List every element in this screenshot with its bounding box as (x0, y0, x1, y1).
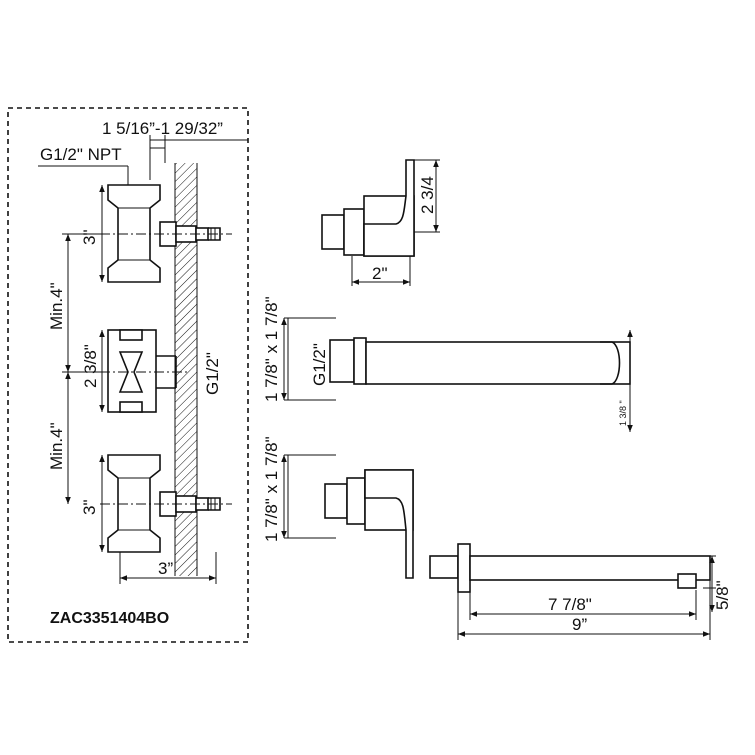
inlet-thread-label: G1/2" NPT (40, 145, 122, 164)
outlet-thread-label: G1/2" (203, 352, 222, 395)
rough-in-panel: 1 5/16”-1 29/32” G1/2" NPT 3" Min.4" (7, 107, 249, 643)
valve-width-label: 3” (158, 559, 173, 578)
bottom-valve-height-label: 3" (80, 500, 99, 516)
outlet-height-label: 5/8" (713, 580, 732, 610)
handle-side-view: 2 3/4 2" (321, 159, 440, 286)
spout-top-view: 1 7/8" x 1 7/8" G1/2" 1 3/8 " (262, 296, 633, 432)
handle-front-view: 1 7/8" x 1 7/8" (262, 436, 414, 579)
top-valve-height-label: 3" (80, 230, 99, 246)
spout-side-view: 5/8" 7 7/8" 9” (429, 543, 732, 640)
panel-border (7, 107, 249, 643)
spout-height-label: 1 3/8 " (618, 400, 628, 426)
diverter-height-label: 2 3/8" (81, 344, 100, 388)
model-number: ZAC3351404BO (50, 610, 169, 627)
spout-reach-label: 7 7/8" (548, 595, 592, 614)
overall-length-label: 9” (572, 615, 587, 634)
front-plate-size-label: 1 7/8" x 1 7/8" (262, 436, 281, 542)
diverter-body (100, 329, 190, 413)
connection-label: G1/2" (310, 343, 329, 386)
bottom-valve-body (100, 454, 232, 553)
top-plate-size-label: 1 7/8" x 1 7/8" (262, 296, 281, 402)
handle-depth-label: 2" (372, 264, 388, 283)
top-valve-body (100, 184, 232, 283)
min-spacing-bottom-label: Min.4" (47, 422, 66, 470)
min-spacing-top-label: Min.4" (47, 282, 66, 330)
wall-depth-label: 1 5/16”-1 29/32” (102, 119, 223, 138)
handle-height-label: 2 3/4 (418, 176, 437, 214)
wall-depth-dimension: 1 5/16”-1 29/32” (102, 119, 248, 163)
